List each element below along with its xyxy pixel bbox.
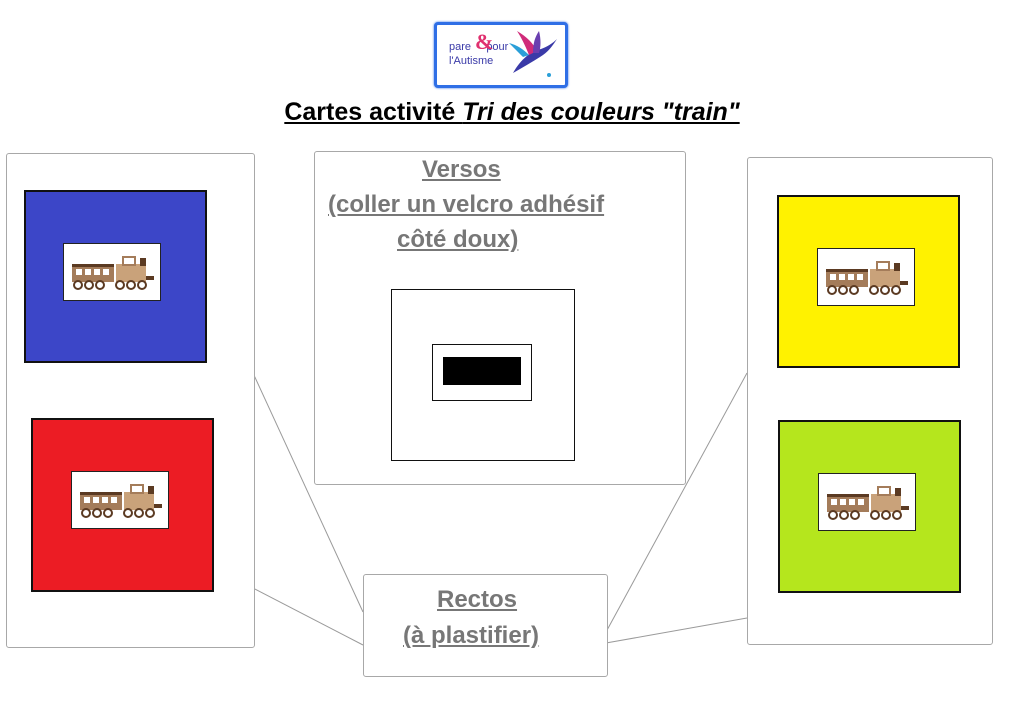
logo-text-autisme: l'Autisme [449, 55, 494, 67]
blue-card [24, 190, 207, 363]
versos-heading-line3: côté doux) [397, 226, 519, 253]
logo-ampersand: & [475, 29, 494, 54]
train-icon [827, 486, 909, 520]
green-card [778, 420, 961, 593]
versos-heading-line1: Versos [422, 156, 501, 183]
train-icon [72, 256, 154, 290]
train-icon [80, 484, 162, 518]
rectos-heading-line2: (à plastifier) [403, 622, 540, 649]
velcro-rectangle [443, 357, 521, 385]
train-label-box [817, 248, 915, 306]
versos-heading-line2: (coller un velcro adhésif [328, 191, 605, 218]
yellow-card [777, 195, 960, 368]
logo-text-pare: pare pour [449, 41, 509, 53]
train-label-box [63, 243, 161, 301]
train-label-box [71, 471, 169, 529]
red-card [31, 418, 214, 592]
train-icon [826, 261, 908, 295]
page-title: Cartes activité Tri des couleurs "train" [284, 98, 740, 126]
rectos-heading-line1: Rectos [437, 586, 518, 613]
rectos-label-box: Rectos (à plastifier) [363, 574, 608, 677]
logo: pare pour & l'Autisme [434, 22, 568, 88]
hummingbird-icon [509, 31, 557, 77]
train-label-box [818, 473, 916, 531]
